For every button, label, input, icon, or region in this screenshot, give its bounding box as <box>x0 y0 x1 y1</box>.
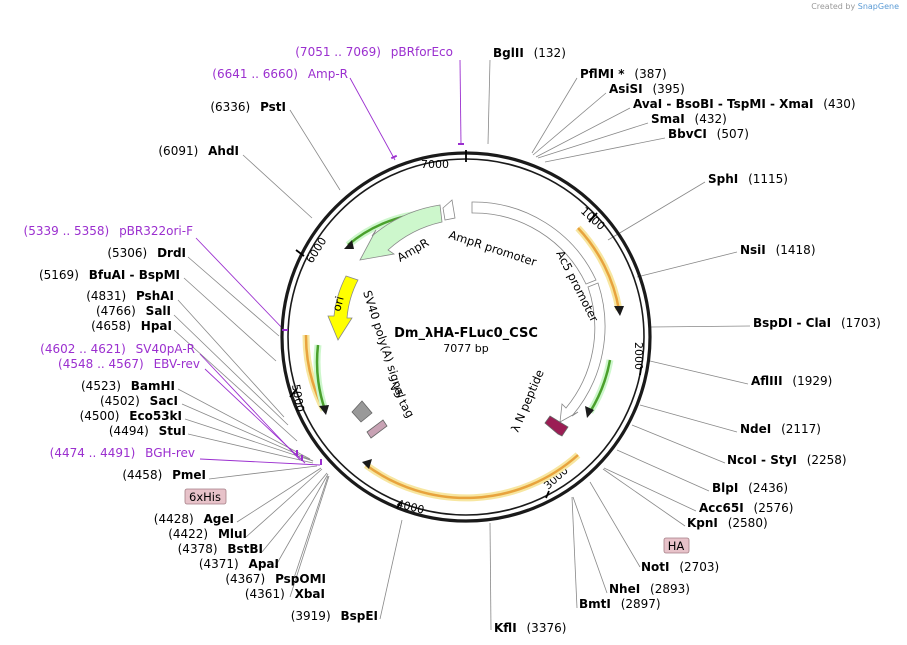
v5-feature <box>366 419 388 439</box>
plasmid-length: 7077 bp <box>443 342 488 355</box>
site-pflmi[interactable]: PflMI * (387) <box>580 67 667 81</box>
site-kpni[interactable]: KpnI (2580) <box>687 516 768 530</box>
ampr-promoter-label: AmpR promoter <box>447 228 538 270</box>
credit-prefix: Created by <box>811 2 856 11</box>
site-blpi[interactable]: BlpI (2436) <box>712 481 788 495</box>
primer-bgh-rev[interactable]: (4474 .. 4491) BGH-rev <box>50 446 195 460</box>
site-ahdi[interactable]: (6091) AhdI <box>158 144 239 158</box>
lambda-n-label: λ N peptide <box>508 368 547 435</box>
orf-arrowheads <box>319 240 624 469</box>
site-bstbi[interactable]: (4378) BstBI <box>178 542 263 556</box>
v5-label: V5 tag <box>386 381 417 421</box>
primer-pbr322ori-f[interactable]: (5339 .. 5358) pBR322ori-F <box>24 224 194 238</box>
site-kfli[interactable]: KflI (3376) <box>494 621 566 635</box>
site-mlui[interactable]: (4422) MluI <box>168 527 247 541</box>
tag-6xhis[interactable]: 6xHis <box>184 488 227 505</box>
site-psti[interactable]: (6336) PstI <box>210 100 286 114</box>
primer-marks <box>282 143 464 465</box>
site-saci[interactable]: (4502) SacI <box>100 394 178 408</box>
tag-6xhis-label: 6xHis <box>189 490 221 504</box>
site-afliii[interactable]: AflIII (1929) <box>751 374 832 388</box>
primer-pbrforeco[interactable]: (7051 .. 7069) pBRforEco <box>295 45 453 59</box>
site-bglii[interactable]: BglII (132) <box>493 46 566 60</box>
primer-labels: (7051 .. 7069) pBRforEco (6641 .. 6660) … <box>24 45 453 460</box>
site-sphi[interactable]: SphI (1115) <box>708 172 788 186</box>
site-acc65i[interactable]: Acc65I (2576) <box>699 501 793 515</box>
tag-ha-label: HA <box>668 539 685 553</box>
site-bbvci[interactable]: BbvCI (507) <box>668 127 749 141</box>
tick-2000: 2000 <box>632 342 645 370</box>
leader-lines <box>173 59 751 631</box>
site-noti[interactable]: NotI (2703) <box>641 560 719 574</box>
plasmid-name: Dm_λHA-FLuc0_CSC <box>394 326 538 341</box>
ampr-promoter-feature <box>471 201 597 285</box>
site-asisi[interactable]: AsiSI (395) <box>609 82 685 96</box>
site-bamhi[interactable]: (4523) BamHI <box>81 379 175 393</box>
primer-amp-r[interactable]: (6641 .. 6660) Amp-R <box>212 67 348 81</box>
snapgene-credit: Created by SnapGene <box>811 2 899 11</box>
small-white-arrow <box>442 199 456 221</box>
site-drdi[interactable]: (5306) DrdI <box>107 246 186 260</box>
site-nsii[interactable]: NsiI (1418) <box>740 243 816 257</box>
tick-6000: 6000 <box>304 235 330 266</box>
sv40-feature <box>351 400 373 423</box>
ori-feature <box>327 275 359 341</box>
site-bfuai[interactable]: (5169) BfuAI - BspMI <box>39 268 180 282</box>
site-pmei[interactable]: (4458) PmeI <box>122 468 206 482</box>
ampr-feature <box>359 204 443 261</box>
primer-ebv-rev[interactable]: (4548 .. 4567) EBV-rev <box>58 357 200 371</box>
tag-ha[interactable]: HA <box>663 537 690 554</box>
site-ncoi[interactable]: NcoI - StyI (2258) <box>727 453 847 467</box>
site-bmti[interactable]: BmtI (2897) <box>579 597 661 611</box>
primer-sv40pa-r[interactable]: (4602 .. 4621) SV40pA-R <box>40 342 195 356</box>
site-pspomi[interactable]: (4367) PspOMI <box>225 572 326 586</box>
site-pshai[interactable]: (4831) PshAI <box>86 289 174 303</box>
site-agei[interactable]: (4428) AgeI <box>154 512 234 526</box>
snapgene-logo: SnapGene <box>857 2 899 11</box>
site-bspdi[interactable]: BspDI - ClaI (1703) <box>753 316 881 330</box>
site-eco53ki[interactable]: (4500) Eco53kI <box>80 409 182 423</box>
tick-5000: 5000 <box>289 383 307 413</box>
site-bspei[interactable]: (3919) BspEI <box>291 609 378 623</box>
site-hpai[interactable]: (4658) HpaI <box>91 319 172 333</box>
ori-label: ori <box>329 295 346 313</box>
site-ndei[interactable]: NdeI (2117) <box>740 422 821 436</box>
site-smai[interactable]: SmaI (432) <box>651 112 727 126</box>
restriction-sites: BglII (132) PflMI * (387) AsiSI (395) Av… <box>39 46 881 635</box>
site-nhei[interactable]: NheI (2893) <box>609 582 690 596</box>
site-sali[interactable]: (4766) SalI <box>96 304 171 318</box>
primer-lines <box>195 59 462 466</box>
site-apai[interactable]: (4371) ApaI <box>199 557 279 571</box>
lambda-n-feature <box>544 415 569 437</box>
site-xbai[interactable]: (4361) XbaI <box>245 587 325 601</box>
site-avai[interactable]: AvaI - BsoBI - TspMI - XmaI (430) <box>633 97 856 111</box>
scale-ticks <box>289 150 642 509</box>
site-stui[interactable]: (4494) StuI <box>109 424 186 438</box>
tick-7000: 7000 <box>421 158 449 171</box>
